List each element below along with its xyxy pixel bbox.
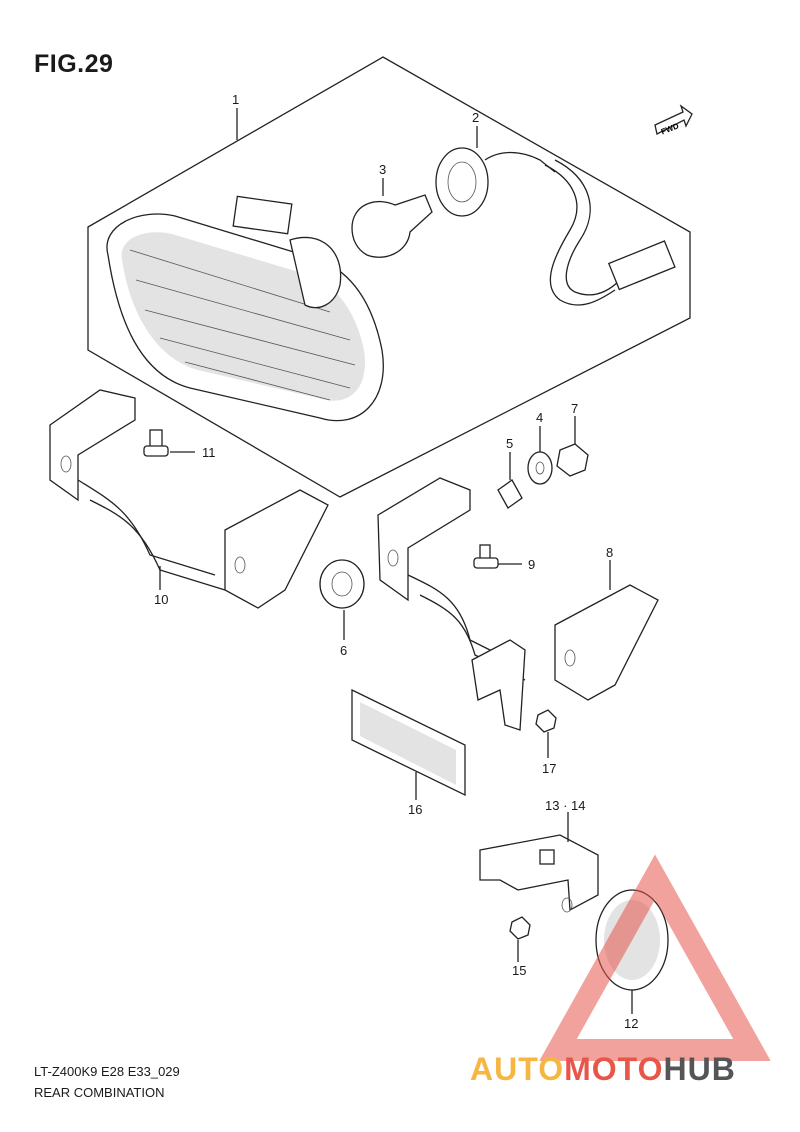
lower-bracket [479, 834, 599, 913]
bulb-socket-harness [435, 147, 676, 306]
figure-title: FIG.29 [34, 50, 114, 78]
leader-lines [159, 108, 633, 1014]
tail-lamp-housing [106, 195, 384, 422]
callout-7: 7 [571, 401, 578, 416]
callout-16: 16 [408, 802, 422, 817]
svg-text:AUTOMOTOHUB: AUTOMOTOHUB [470, 1051, 736, 1087]
callout-17: 17 [542, 761, 556, 776]
callout-9: 9 [528, 557, 535, 572]
right-bracket [377, 477, 659, 731]
callout-11: 11 [202, 445, 216, 460]
figure-name: REAR COMBINATION [34, 1085, 165, 1100]
callout-12: 12 [624, 1016, 638, 1031]
nut [535, 709, 557, 733]
left-bracket [49, 389, 329, 609]
callout-8: 8 [606, 545, 613, 560]
callout-6: 6 [340, 643, 347, 658]
callout-13-14: 13 · 14 [545, 798, 585, 813]
watermark-auto: AUTO [470, 1051, 564, 1087]
watermark-hub: HUB [663, 1051, 735, 1087]
bulb [351, 194, 433, 258]
spacer-washer-nut [497, 443, 589, 509]
callout-3: 3 [379, 162, 386, 177]
fwd-arrow-icon: FWD [654, 104, 693, 136]
assembly-frame [87, 56, 691, 498]
callout-2: 2 [472, 110, 479, 125]
callout-5: 5 [506, 436, 513, 451]
callout-15: 15 [512, 963, 526, 978]
bolt [473, 544, 499, 569]
callout-1: 1 [232, 92, 239, 107]
grommet [319, 559, 365, 609]
callout-10: 10 [154, 592, 168, 607]
watermark-logo: AUTOMOTOHUB [470, 854, 771, 1087]
watermark-moto: MOTO [564, 1051, 663, 1087]
figure-code: LT-Z400K9 E28 E33_029 [34, 1064, 180, 1079]
reflector [351, 688, 466, 797]
callout-4: 4 [536, 410, 543, 425]
nut-small [509, 916, 531, 940]
